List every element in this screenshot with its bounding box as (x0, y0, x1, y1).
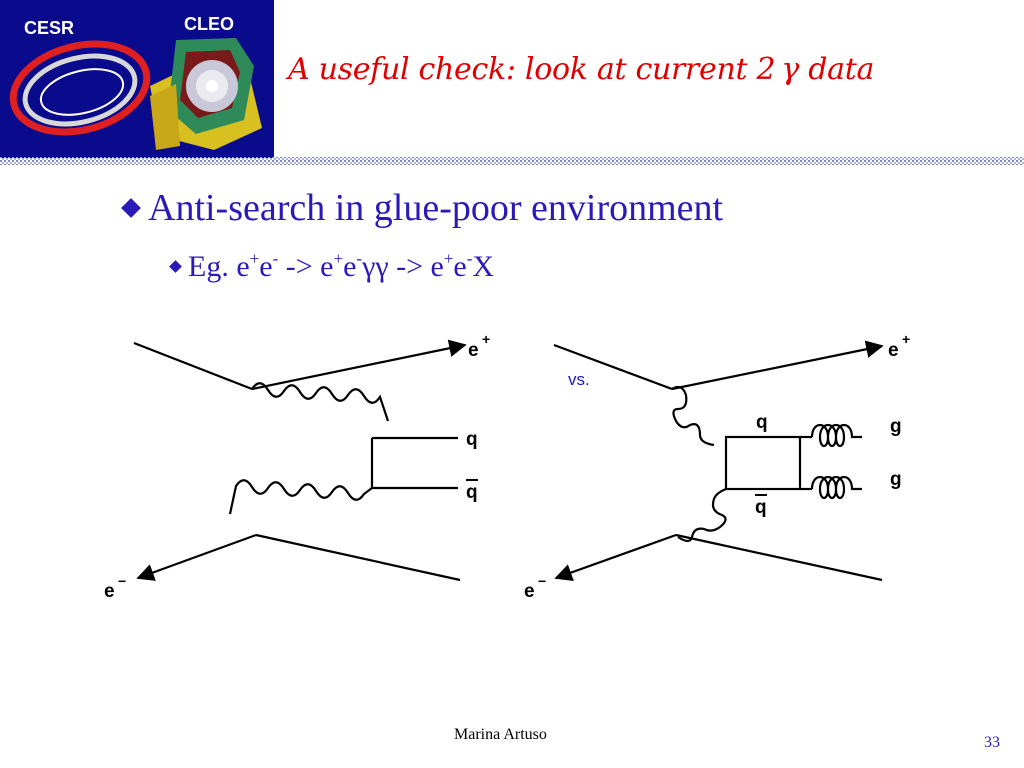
right-label-eplus: e (888, 340, 899, 361)
right-electron-in-bottom (675, 533, 883, 582)
right-label-eplus-sup: + (902, 331, 910, 347)
bl2-t4: γγ -> e (362, 250, 444, 283)
right-label-eminus: e (524, 581, 535, 602)
bl2-t6: X (472, 250, 495, 283)
left-label-q: q (466, 429, 478, 450)
right-quark-box (724, 435, 802, 491)
header-separator (0, 157, 1024, 165)
sup-3: + (333, 249, 344, 268)
bullet-level1-text: Anti-search in glue-poor environment (148, 187, 724, 229)
left-label-eminus: e (104, 581, 115, 602)
page-number: 33 (984, 734, 1000, 751)
right-label-eminus-sup: − (538, 573, 546, 589)
bl2-t3: e (343, 250, 357, 283)
left-electron-out-top (251, 339, 467, 391)
vs-label: vs. (568, 370, 590, 389)
sup-6: - (466, 249, 473, 268)
sup-5: + (443, 249, 454, 268)
left-electron-in-top (133, 341, 253, 391)
sup-1: + (249, 249, 260, 268)
left-label-eminus-sup: − (118, 573, 126, 589)
footer-author: Marina Artuso (454, 726, 547, 743)
logo-label-cesr: CESR (24, 18, 75, 38)
bl2-t1: e (259, 250, 273, 283)
bl2-t5: e (453, 250, 467, 283)
sup-4: - (356, 249, 363, 268)
left-photon-bottom (228, 479, 373, 515)
right-label-g-top: g (890, 416, 902, 437)
right-electron-out-bottom (554, 533, 677, 581)
left-label-qbar: q (466, 482, 478, 503)
cesr-cleo-logo: CESR CLEO (0, 0, 274, 158)
logo-graphic (9, 38, 262, 150)
diagram-left (133, 339, 467, 582)
bullet-level2-prefix: Eg. e (188, 250, 250, 283)
right-gluon-top (810, 423, 862, 448)
sup-2: - (272, 249, 279, 268)
bl2-t2: -> e (278, 250, 334, 283)
diagram-right (553, 340, 884, 582)
slide-title-text: A useful check: look at current 2 (288, 52, 776, 87)
bullet-level1: Anti-search in glue-poor environment (116, 186, 723, 230)
left-label-eplus-sup: + (482, 331, 490, 347)
left-electron-in-bottom (255, 533, 461, 582)
slide-title-gamma: γ (781, 52, 799, 87)
slide-title-tail: data (808, 52, 875, 87)
right-label-g-bottom: g (890, 469, 902, 490)
bullet-level2: Eg. e+e- -> e+e-γγ -> e+e-X (165, 250, 494, 284)
left-label-eplus: e (468, 340, 479, 361)
right-photon-bottom (677, 487, 727, 543)
right-label-qbar: q (755, 497, 767, 518)
logo-label-cleo: CLEO (184, 14, 235, 34)
right-label-q: q (756, 412, 768, 433)
right-gluon-bottom (810, 475, 862, 500)
left-photon-top (251, 382, 390, 422)
left-electron-out-bottom (136, 533, 257, 581)
right-photon-top (671, 385, 715, 447)
right-electron-in-top (553, 343, 673, 391)
right-electron-out-top (671, 340, 884, 391)
